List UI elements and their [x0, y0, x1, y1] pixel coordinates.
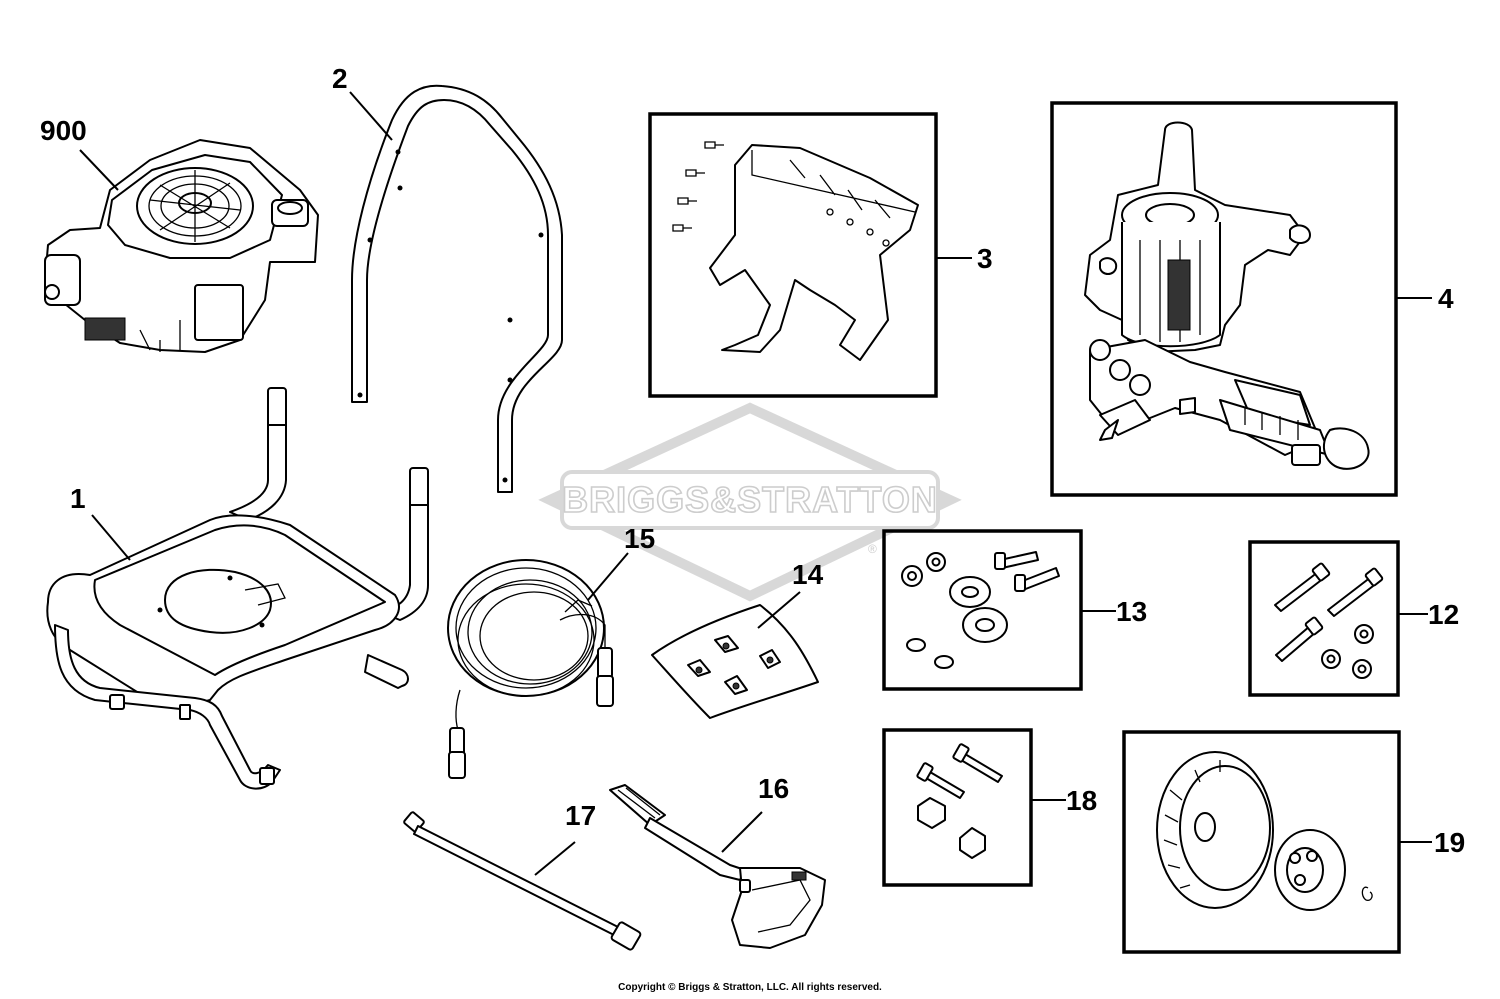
leader-2	[349, 91, 393, 141]
box-part-18	[882, 728, 1033, 887]
leader-15	[587, 552, 629, 601]
callout-15: 15	[624, 523, 655, 554]
leader-14	[757, 591, 801, 629]
copyright-notice: Copyright © Briggs & Stratton, LLC. All …	[618, 982, 882, 993]
engine-drawing	[44, 139, 319, 353]
hose-drawing	[447, 559, 614, 779]
box-part-3	[648, 112, 938, 398]
hardware-kit-18-drawing	[916, 743, 1003, 859]
callout-2: 2	[332, 63, 348, 94]
callout-900: 900	[40, 115, 87, 146]
wheel-drawing	[1156, 751, 1373, 911]
hardware-kit-12-drawing	[1274, 562, 1384, 679]
watermark-text: BRIGGS&STRATTON	[562, 479, 938, 520]
leader-1	[91, 514, 131, 561]
watermark-registered-mark: ®	[868, 542, 877, 556]
leader-17	[534, 841, 576, 876]
hardware-kit-13-drawing	[901, 551, 1060, 669]
nozzle-packet-drawing	[651, 604, 819, 719]
holder-drawing	[672, 141, 919, 361]
callout-19: 19	[1434, 827, 1465, 858]
frame-drawing	[46, 387, 429, 790]
callout-3: 3	[977, 243, 993, 274]
brand-watermark: BRIGGS&STRATTON ®	[538, 402, 962, 602]
callout-1: 1	[70, 483, 86, 514]
callout-12: 12	[1428, 599, 1459, 630]
callout-17: 17	[565, 800, 596, 831]
handle-drawing	[351, 84, 563, 493]
callout-13: 13	[1116, 596, 1147, 627]
pump-drawing	[1084, 121, 1370, 470]
leader-16	[721, 811, 763, 853]
spray-gun-drawing	[609, 784, 826, 949]
callout-4: 4	[1438, 283, 1454, 314]
callout-18: 18	[1066, 785, 1097, 816]
wand-drawing	[403, 811, 642, 951]
callout-14: 14	[792, 559, 824, 590]
leader-900	[79, 149, 119, 191]
box-part-12	[1248, 540, 1400, 697]
callout-16: 16	[758, 773, 789, 804]
